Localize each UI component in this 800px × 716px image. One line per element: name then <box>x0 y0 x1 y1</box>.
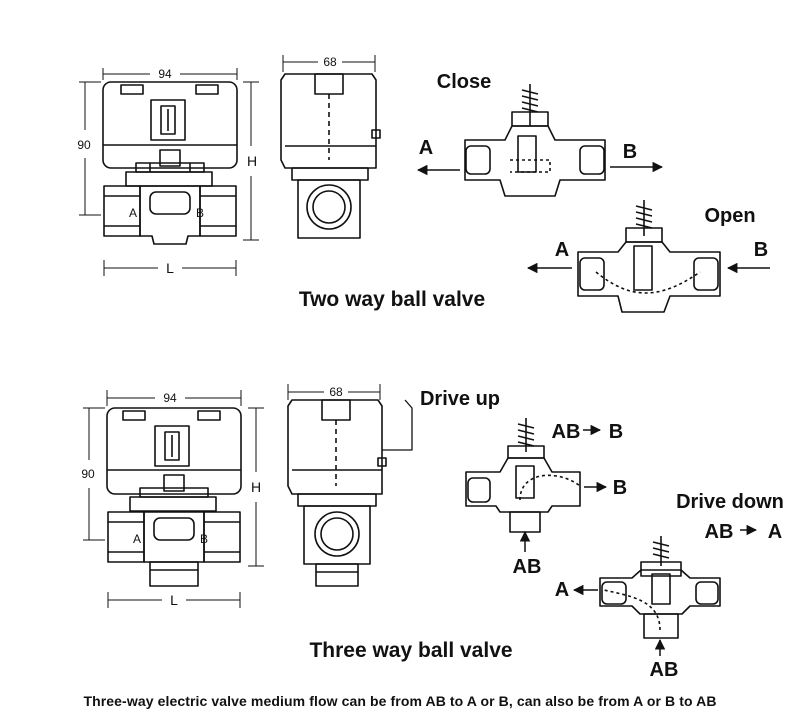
two-way-width-label: 94 <box>158 67 172 81</box>
drive-up-port-ab-label: AB <box>513 556 542 578</box>
two-way-side-dimensions <box>282 55 376 72</box>
two-way-front-view <box>102 81 238 245</box>
three-way-depth-label: 68 <box>329 385 343 399</box>
two-way-port-a-label: A <box>129 206 137 220</box>
open-port-a-label: A <box>555 239 569 261</box>
two-way-height-left-label: 90 <box>77 138 91 152</box>
footer-caption: Three-way electric valve medium flow can… <box>83 693 717 709</box>
drive-down-flow-ab: AB <box>705 521 734 543</box>
three-way-port-a-label: A <box>133 532 141 546</box>
three-way-height-label: H <box>251 479 261 495</box>
three-way-length-label: L <box>170 592 178 608</box>
two-way-depth-label: 68 <box>323 55 337 69</box>
drive-up-flow-b: B <box>609 421 623 443</box>
two-way-close-section <box>464 84 606 197</box>
drive-up-label: Drive up <box>420 388 500 410</box>
drive-down-label: Drive down <box>676 491 784 513</box>
open-label: Open <box>704 205 755 227</box>
three-way-port-b-label: B <box>200 532 208 546</box>
three-way-side-view <box>287 399 387 587</box>
open-port-b-label: B <box>754 239 768 261</box>
three-way-drive-up-arrows <box>519 424 608 552</box>
two-way-length-label: L <box>166 260 174 276</box>
two-way-close-arrows <box>416 161 664 176</box>
close-label: Close <box>437 71 491 93</box>
two-way-height-label: H <box>247 153 257 169</box>
three-way-side-dimensions <box>287 384 413 451</box>
drive-down-port-ab-label: AB <box>650 659 679 681</box>
drive-down-flow-a: A <box>768 521 782 543</box>
drive-up-flow-ab: AB <box>552 421 581 443</box>
two-way-port-b-label: B <box>196 206 204 220</box>
two-way-open-section <box>577 200 721 313</box>
three-way-width-label: 94 <box>163 391 177 405</box>
drive-down-port-a-label: A <box>555 579 569 601</box>
close-port-a-label: A <box>419 137 433 159</box>
three-way-drive-down-section <box>599 536 721 639</box>
two-way-title: Two way ball valve <box>299 288 485 311</box>
drive-up-port-b-label: B <box>613 477 627 499</box>
three-way-height-left-label: 90 <box>81 467 95 481</box>
close-port-b-label: B <box>623 141 637 163</box>
two-way-front-dimensions <box>79 68 259 276</box>
three-way-title: Three way ball valve <box>309 639 512 662</box>
three-way-drive-down-arrows <box>572 524 758 656</box>
three-way-front-view <box>106 407 242 587</box>
two-way-side-view <box>280 73 381 239</box>
three-way-front-dimensions <box>83 390 264 608</box>
